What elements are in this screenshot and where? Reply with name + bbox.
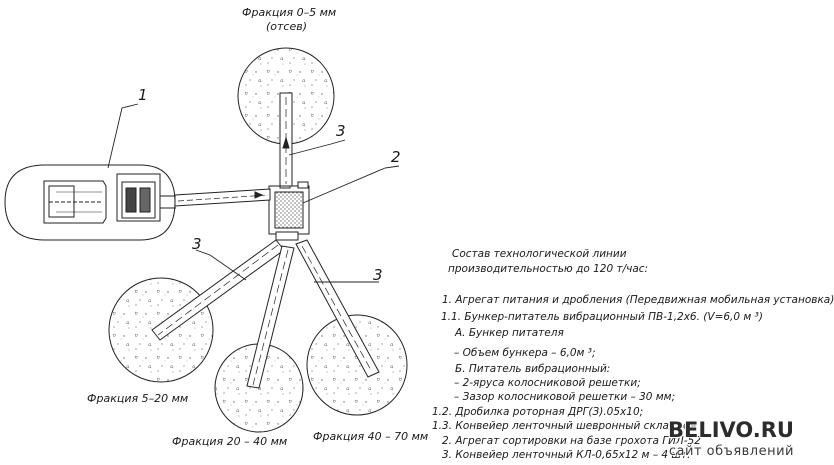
callout-3-right: 3	[373, 266, 383, 284]
spec-item: – Объем бункера – 6,0м ³;	[454, 347, 596, 359]
label-fraction-20-40: Фракция 20 – 40 мм	[172, 435, 288, 448]
spec-item: 1.3. Конвейер ленточный шевронный складн…	[432, 420, 697, 432]
spec-item: Б. Питатель вибрационный:	[455, 363, 611, 375]
leader-3-top	[288, 139, 346, 156]
callout-3-left: 3	[192, 235, 202, 253]
leader-3-left	[195, 249, 247, 281]
spec-item: 2. Агрегат сортировки на базе грохота ГИ…	[442, 435, 701, 447]
watermark-brand: BELIVO.RU	[667, 418, 794, 442]
screen-unit	[268, 181, 310, 241]
spec-item: 1.1. Бункер-питатель вибрационный ПВ-1,2…	[441, 311, 763, 323]
watermark-tagline: сайт объявлений	[668, 444, 794, 459]
spec-item: А. Бункер питателя	[455, 327, 564, 339]
callout-3-top: 3	[336, 122, 346, 140]
spec-item: 3. Конвейер ленточный КЛ-0,65х12 м – 4 ш…	[442, 449, 691, 461]
spec-item: 1. Агрегат питания и дробления (Передвиж…	[442, 294, 834, 306]
stockpile-40-70	[306, 314, 408, 416]
feed-conveyor	[174, 188, 271, 207]
callout-2: 2	[391, 148, 401, 166]
callout-1: 1	[138, 86, 148, 104]
label-fraction-0-5: Фракция 0–5 мм	[242, 6, 337, 19]
spec-item: – Зазор колосниковой решетки – 30 мм;	[454, 391, 676, 403]
mobile-crushing-unit	[4, 164, 176, 241]
leader-1	[107, 103, 139, 169]
spec-title-line2: производительностью до 120 т/час:	[448, 263, 649, 275]
spec-item: 1.2. Дробилка роторная ДРГ(З).05х10;	[432, 406, 644, 418]
label-fraction-5-20: Фракция 5–20 мм	[87, 392, 189, 405]
spec-title-line1: Состав технологической линии	[452, 248, 627, 260]
spec-item: – 2-яруса колосниковой решетки;	[454, 377, 641, 389]
conveyor-center	[246, 245, 295, 389]
process-diagram	[4, 47, 408, 433]
label-fraction-40-70: Фракция 40 – 70 мм	[313, 430, 429, 443]
conveyor-right	[295, 239, 380, 378]
leader-2	[302, 165, 400, 204]
label-fraction-0-5-note: (отсев)	[266, 20, 308, 33]
